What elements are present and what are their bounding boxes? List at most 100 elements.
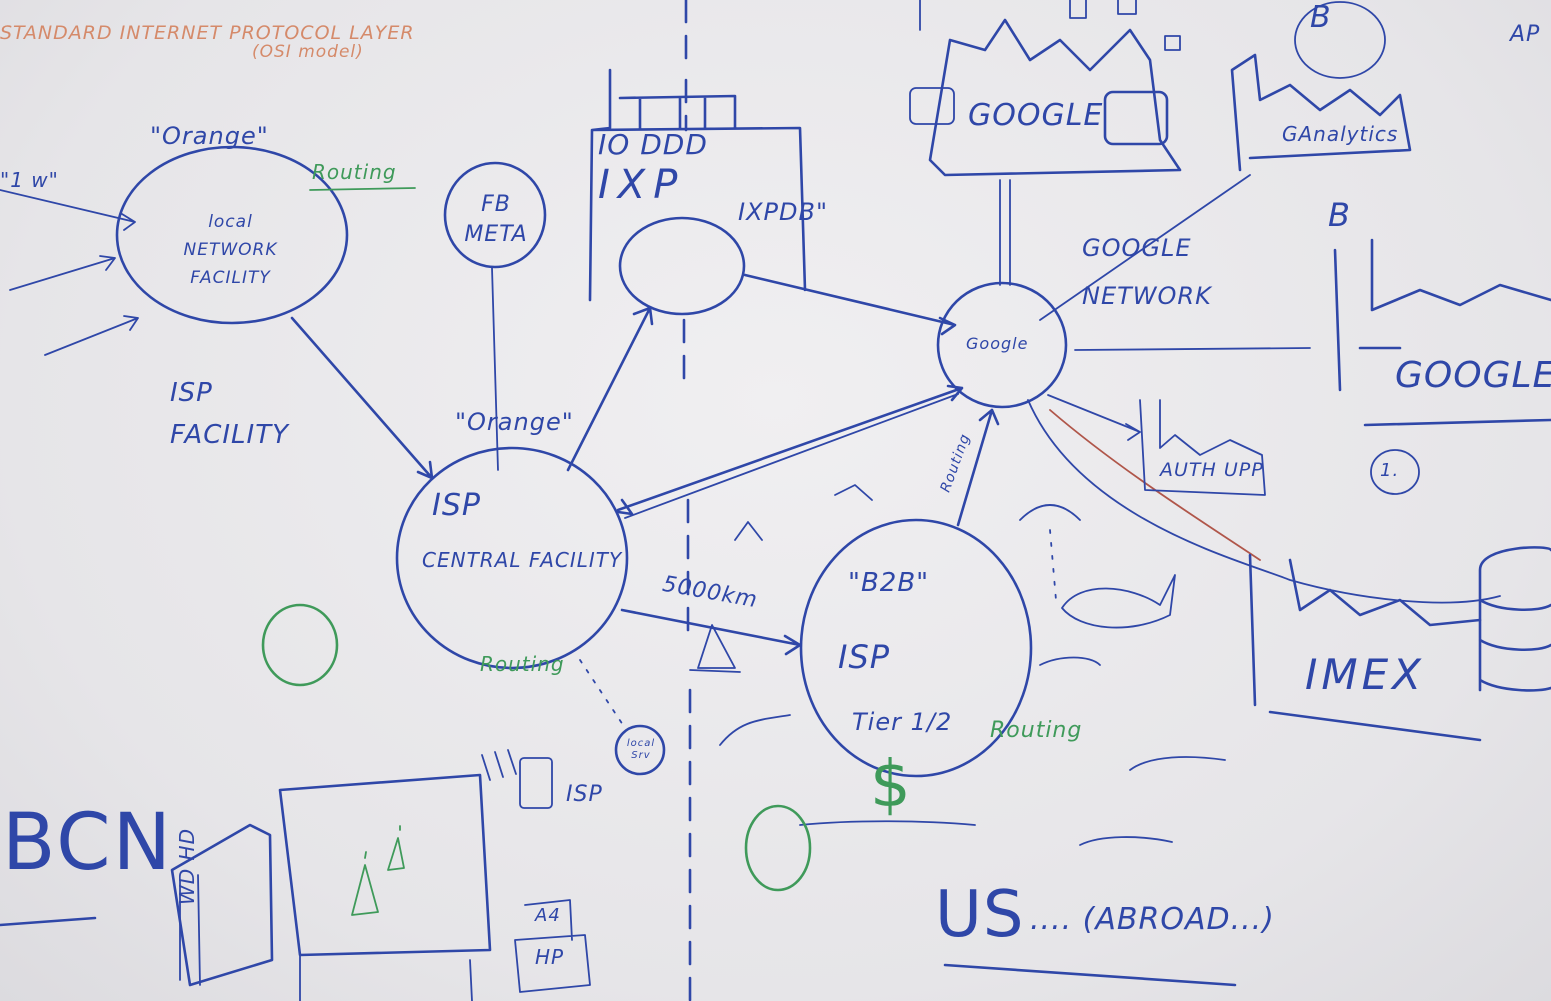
right-b-label: B [1310, 0, 1332, 35]
google-to-analytics [1039, 174, 1251, 321]
arrow-central-google [616, 384, 964, 516]
arrow-local-central [290, 316, 434, 480]
b2b-routing-label: Routing [990, 718, 1083, 743]
b2b-circle [799, 518, 1033, 778]
fb-circle [443, 161, 547, 269]
google-curve-imex [1027, 399, 1501, 604]
isp-router [519, 757, 553, 809]
arrow-central-google-2 [624, 393, 959, 519]
analytics-factory [1230, 53, 1412, 172]
isp-facility-label: ISP FACILITY [170, 378, 289, 450]
wave-5 [1039, 656, 1101, 666]
arrow-ixp-google [743, 273, 957, 336]
ixpdb-label: IXPDB" [738, 198, 828, 226]
central-isp-title: ISP [432, 488, 481, 523]
wave-1 [719, 714, 791, 746]
central-facility-label: CENTRAL FACILITY [422, 548, 623, 572]
datacenter-can-small [909, 87, 955, 125]
wave-6 [1129, 756, 1226, 771]
local-srv-circle [614, 724, 666, 776]
right-one-label: 1. [1380, 460, 1400, 481]
local-srv-label: local Srv [626, 738, 656, 761]
wave-3 [834, 484, 873, 501]
google-curve-red [1049, 409, 1261, 561]
person-1 [351, 851, 379, 916]
wave-8 [799, 820, 976, 826]
bcn-label: BCN [2, 798, 173, 888]
central-isp-circle [395, 446, 629, 670]
arrow-b2b-google [956, 408, 1000, 527]
fb-line [491, 267, 499, 471]
analytics-label: GAnalytics [1282, 122, 1399, 146]
signal-waves [481, 749, 517, 781]
header-protocol-layer: STANDARD INTERNET PROTOCOL LAYER [0, 22, 415, 44]
right-b2-label: B [1328, 196, 1351, 234]
boat [689, 624, 741, 673]
hd-box [170, 823, 274, 987]
b2b-quote-label: "B2B" [848, 568, 930, 598]
local-facility-circle [115, 145, 349, 325]
printer-a4-label: A4 [535, 905, 561, 926]
database-stack [1478, 546, 1551, 692]
imex-label: IMEX [1305, 650, 1425, 699]
bcn-underline [0, 916, 97, 927]
wave-2 [734, 521, 763, 541]
ixp-building [588, 68, 807, 302]
datacenter-can [1103, 90, 1169, 146]
google-network-label: GOOGLE NETWORK [1082, 234, 1212, 310]
ixp-circle [618, 216, 746, 316]
dotted-fish [1049, 529, 1057, 601]
hd-inner [179, 874, 201, 986]
google-circle [936, 281, 1068, 409]
arrow-central-b2b [620, 608, 802, 656]
datacenter-windows [919, 0, 1181, 51]
b2b-isp-title: ISP [838, 638, 891, 676]
fb-meta-label: FB META [464, 192, 528, 247]
b2b-tier-label: Tier 1/2 [852, 708, 953, 736]
left-quote-label: "1 w" [0, 168, 59, 192]
imex-building [1248, 553, 1482, 742]
us-label: US [935, 878, 1025, 952]
google-datacenter [928, 18, 1182, 177]
right-apps-label: AP [1510, 22, 1541, 47]
green-underline-routing [309, 187, 416, 191]
screen-frame [278, 773, 492, 957]
dotted-central-srv [579, 659, 626, 729]
local-facility-label: local NETWORK FACILITY [183, 212, 278, 288]
green-circle-1 [261, 603, 339, 687]
right-b-circle [1294, 1, 1386, 79]
isp-router-label: ISP [566, 782, 603, 807]
incoming-arrow-3 [44, 315, 139, 356]
ixp-top-label: IO DDD [598, 128, 708, 161]
google-to-auth [1047, 394, 1141, 441]
local-quote-label: "Orange" [150, 122, 269, 150]
person-2 [387, 825, 405, 871]
wave-7 [1079, 836, 1173, 846]
dollar-label: $ [870, 748, 912, 822]
printer-hp-label: HP [535, 945, 565, 969]
header-osi: (OSI model) [252, 42, 364, 62]
auth-factory [1139, 399, 1266, 496]
incoming-arrow-1 [0, 189, 136, 231]
google-hline [1074, 347, 1311, 351]
green-circle-2 [744, 804, 812, 892]
auth-label: AUTH UPP [1160, 459, 1264, 481]
google-circle-label: Google [966, 334, 1029, 353]
hd-label: WD HD [175, 828, 199, 905]
wave-4 [1019, 504, 1081, 521]
central-quote-label: "Orange" [455, 408, 574, 436]
central-routing-label: Routing [480, 652, 565, 676]
fish [1061, 574, 1176, 629]
arrow-central-ixp [566, 306, 654, 472]
screen-stand [299, 954, 473, 1001]
right-google-label: GOOGLE [1395, 355, 1551, 396]
local-routing-label: Routing [312, 160, 397, 184]
google-datacenter-label: GOOGLE [968, 98, 1104, 133]
right-factory [1333, 238, 1551, 427]
right-one-circle [1370, 449, 1420, 495]
printer [514, 899, 591, 993]
incoming-arrow-2 [9, 255, 116, 291]
ixp-title: IXP [598, 162, 686, 208]
